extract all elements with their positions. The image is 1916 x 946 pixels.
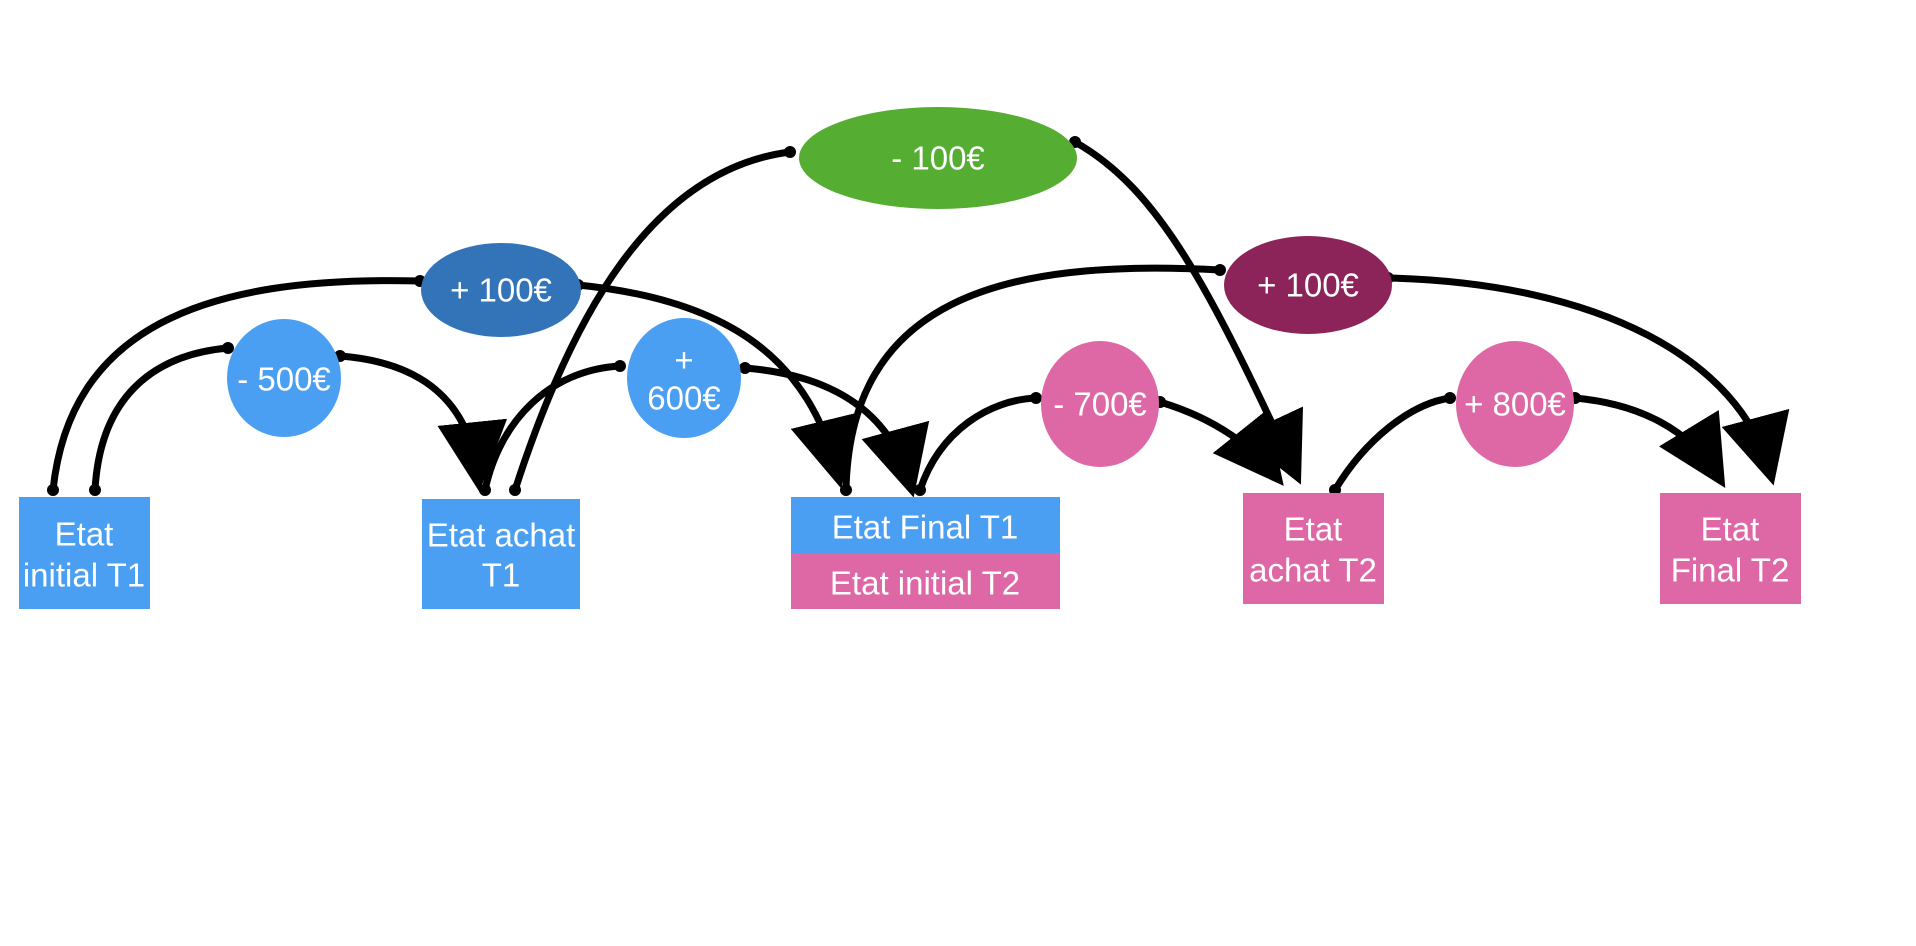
arrow-minus-100-to-achat-t2 xyxy=(1071,138,1304,485)
arrow-minus-500-to-achat-t1 xyxy=(336,352,508,492)
node-label: Etat xyxy=(1701,511,1760,548)
arrow-initial-t2-to-plus-100 xyxy=(842,264,1224,494)
node-label: Final T2 xyxy=(1671,552,1790,589)
node-label: Etat xyxy=(55,516,114,553)
arrow-minus-700-to-achat-t2 xyxy=(1156,398,1284,486)
arrow-achat-t2-to-plus-800 xyxy=(1331,394,1454,494)
arrow-plus-100-to-final-t1 xyxy=(574,281,859,489)
transaction-label: + 800€ xyxy=(1464,386,1566,423)
node-label: Etat xyxy=(1284,511,1343,548)
node-etat-initial-t1: Etat initial T1 xyxy=(19,497,150,609)
transaction-plus-100-t1: + 100€ xyxy=(421,243,581,337)
transaction-label: - 700€ xyxy=(1053,386,1147,423)
node-etat-final-t2: Etat Final T2 xyxy=(1660,493,1801,604)
arrow-achat-t1-to-plus-600 xyxy=(481,362,624,494)
arrow-plus-800-to-final-t2 xyxy=(1571,394,1726,488)
transaction-minus-100: - 100€ xyxy=(799,107,1077,209)
transaction-label: 600€ xyxy=(647,380,720,417)
transaction-label: + 100€ xyxy=(450,272,552,309)
node-etat-initial-t2 xyxy=(791,553,1060,609)
transaction-plus-600: + 600€ xyxy=(627,318,741,438)
arrow-plus-100-to-final-t2 xyxy=(1384,274,1790,486)
node-label: Etat Final T1 xyxy=(832,509,1018,546)
arrow-initial-t1-to-plus-100 xyxy=(49,277,424,494)
transaction-label: + 100€ xyxy=(1257,267,1359,304)
node-label: T1 xyxy=(482,557,521,594)
node-etat-achat-t1: Etat achat T1 xyxy=(422,499,580,609)
transaction-plus-800: + 800€ xyxy=(1456,341,1574,467)
arrow-plus-600-to-final-t1 xyxy=(741,364,930,498)
arrow-initial-t2-to-minus-700 xyxy=(916,394,1040,494)
transaction-label: + xyxy=(674,342,693,379)
node-label: achat T2 xyxy=(1249,552,1377,589)
node-label: initial T1 xyxy=(23,557,145,594)
node-label: Etat achat xyxy=(427,517,576,554)
arrow-achat-t1-to-minus-100 xyxy=(511,148,794,494)
node-label: Etat initial T2 xyxy=(830,565,1020,602)
transaction-minus-500: - 500€ xyxy=(227,319,341,437)
node-etat-achat-t2: Etat achat T2 xyxy=(1243,493,1384,604)
transaction-plus-100-t2: + 100€ xyxy=(1224,236,1392,334)
node-etat-final-t1-initial-t2: Etat Final T1 Etat initial T2 xyxy=(791,497,1060,609)
transaction-label: - 500€ xyxy=(237,361,331,398)
arrow-initial-t1-to-minus-500 xyxy=(91,344,232,494)
transaction-minus-700: - 700€ xyxy=(1041,341,1159,467)
node-etat-final-t1 xyxy=(791,497,1060,553)
transaction-label: - 100€ xyxy=(891,140,985,177)
